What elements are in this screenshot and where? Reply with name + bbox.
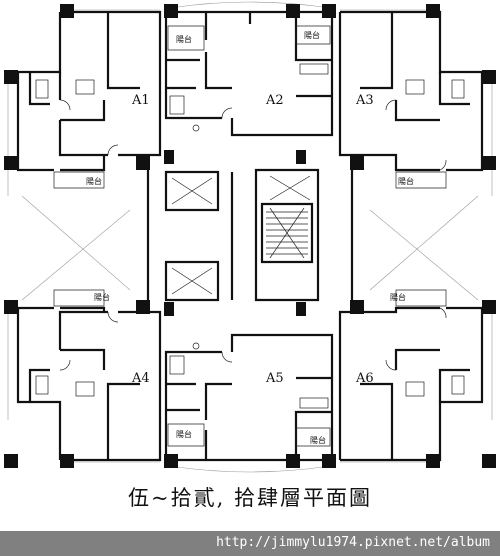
interior-details bbox=[35, 25, 465, 447]
unit-label-a3: A3 bbox=[355, 93, 374, 108]
balcony-label: 陽台 bbox=[86, 176, 102, 186]
balcony-label: 陽台 bbox=[94, 292, 110, 302]
floor-plan: A1 A2 A3 A4 A5 A6 陽台 陽台 陽台 陽台 陽台 陽台 陽台 陽… bbox=[4, 1, 496, 473]
balcony-label: 陽台 bbox=[310, 435, 326, 445]
balcony-label: 陽台 bbox=[176, 429, 192, 439]
watermark-url: http://jimmylu1974.pixnet.net/album bbox=[216, 535, 490, 550]
balcony-label: 陽台 bbox=[176, 34, 192, 44]
structural-columns bbox=[4, 4, 496, 468]
balcony-label: 陽台 bbox=[390, 292, 406, 302]
unit-label-a2: A2 bbox=[265, 93, 284, 108]
unit-label-a1: A1 bbox=[131, 93, 150, 108]
watermark-bar: http://jimmylu1974.pixnet.net/album bbox=[0, 531, 500, 556]
unit-label-a5: A5 bbox=[265, 371, 284, 386]
balcony-label: 陽台 bbox=[398, 176, 414, 186]
walls bbox=[16, 10, 484, 462]
plan-caption: 伍~拾貳, 拾肆層平面圖 bbox=[128, 486, 372, 510]
unit-label-a4: A4 bbox=[131, 371, 150, 386]
site-outline bbox=[7, 1, 493, 473]
balcony-label: 陽台 bbox=[304, 30, 320, 40]
unit-label-a6: A6 bbox=[355, 371, 374, 386]
